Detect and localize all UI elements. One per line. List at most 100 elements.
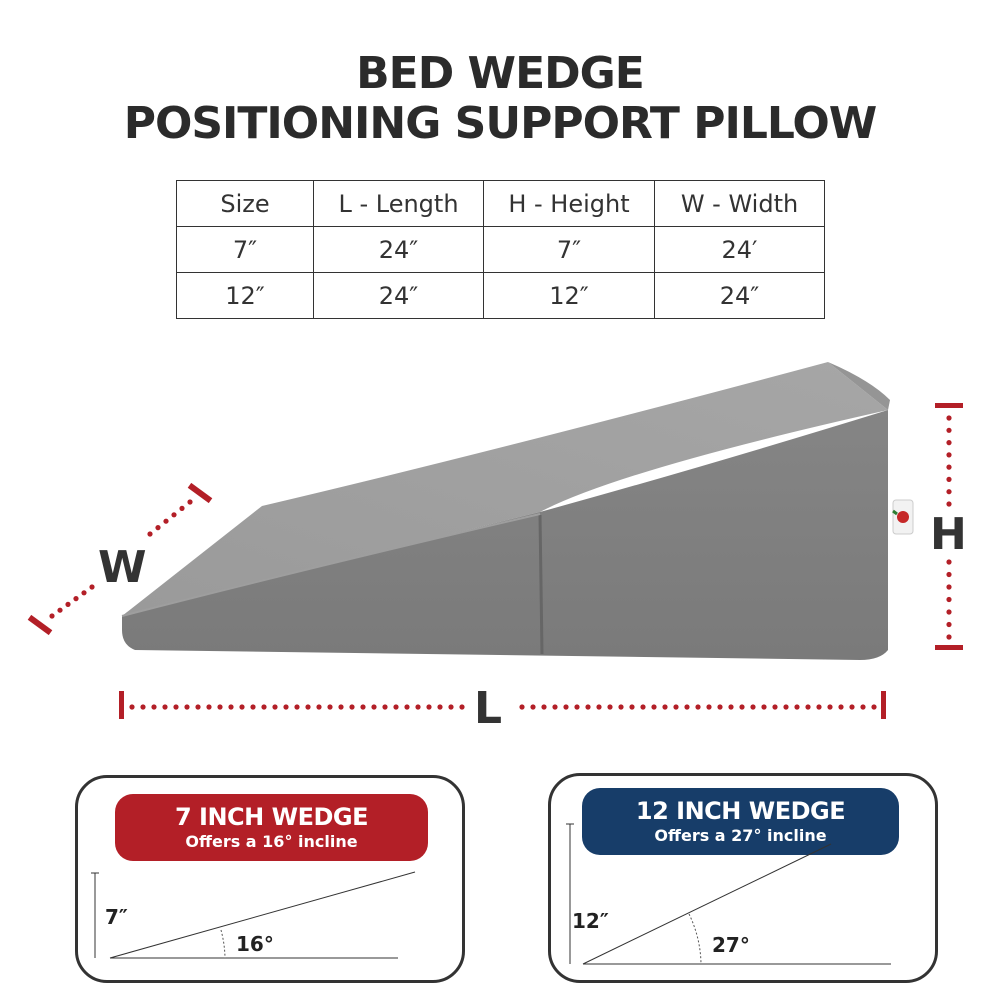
dimension-dot	[946, 634, 952, 640]
wedge-card-header: 7 INCH WEDGE Offers a 16° incline	[115, 794, 428, 861]
dimension-dot	[574, 704, 580, 710]
dimension-dot	[706, 704, 712, 710]
dimension-dot	[195, 704, 201, 710]
dimension-dot	[316, 704, 322, 710]
dimension-dot	[228, 704, 234, 710]
dimension-dot	[448, 704, 454, 710]
dimension-dot	[187, 499, 193, 505]
dimension-dot	[946, 464, 952, 470]
dimension-dot	[662, 704, 668, 710]
page-title-line-1: BED WEDGE	[356, 48, 645, 99]
length-end-cap	[119, 691, 124, 719]
dimension-dot	[596, 704, 602, 710]
dimension-dot	[673, 704, 679, 710]
dimension-dot	[552, 704, 558, 710]
dimension-dot	[946, 571, 952, 578]
wedge-card-subtitle: Offers a 16° incline	[185, 832, 358, 851]
dimension-dot	[349, 704, 355, 710]
height-dimension-marker	[935, 403, 963, 650]
dimension-dot	[206, 704, 212, 710]
wedge-pillow-illustration: W L H	[0, 330, 1000, 750]
dimension-dot	[179, 505, 185, 511]
dimension-dot	[171, 512, 177, 518]
dimension-dot	[294, 704, 300, 710]
dimension-dot	[426, 704, 432, 710]
dimension-dot	[49, 613, 55, 619]
incline-line	[582, 843, 832, 965]
dimension-dot	[717, 704, 723, 710]
length-label: L	[474, 683, 503, 734]
dimension-dot	[695, 704, 701, 710]
dimension-dot	[382, 704, 388, 710]
table-cell: 12″	[176, 272, 314, 319]
height-label: H	[930, 509, 967, 560]
wedge-slope-face	[122, 362, 888, 616]
length-end-cap	[881, 691, 886, 719]
dimension-dot	[946, 584, 952, 590]
dimension-dot	[772, 704, 778, 710]
angle-label: 16°	[236, 932, 274, 956]
table-header-cell: W - Width	[654, 180, 825, 227]
dimension-dot	[437, 704, 443, 710]
dimension-dot	[761, 704, 767, 710]
dimension-dot	[816, 704, 822, 710]
dimension-dot	[946, 489, 952, 495]
length-dimension-marker	[119, 691, 886, 719]
dimension-dot	[827, 704, 833, 710]
dimension-dot	[393, 704, 399, 710]
dimension-dot	[57, 607, 63, 613]
dimension-dot	[155, 525, 161, 531]
dimension-dot	[163, 518, 169, 524]
dimension-dot	[404, 704, 410, 710]
dimension-dot	[640, 704, 646, 710]
width-dotted-line	[49, 499, 193, 619]
table-header-cell: L - Length	[313, 180, 484, 227]
table-header-cell: H - Height	[483, 180, 655, 227]
dimension-dot	[728, 704, 734, 710]
height-dotted-line	[946, 415, 952, 640]
dimension-dot	[530, 704, 536, 710]
wedge-pillow-image	[27, 362, 963, 719]
dimension-dot	[261, 704, 267, 710]
dimension-dot	[946, 427, 952, 433]
wedge-front-face	[122, 410, 888, 660]
dimension-dot	[140, 704, 146, 710]
dimension-dot	[459, 704, 465, 710]
wedge-card-7-inch: 7 INCH WEDGE Offers a 16° incline 7″ 16°	[75, 775, 465, 983]
table-cell: 24″	[313, 226, 484, 273]
angle-arc	[220, 929, 226, 959]
dimension-dot	[184, 704, 190, 710]
dimension-dot	[129, 704, 135, 710]
dimension-dot	[684, 704, 690, 710]
incline-line	[109, 871, 416, 959]
height-end-cap	[935, 645, 963, 650]
width-end-cap	[187, 482, 213, 504]
dimension-dot	[541, 704, 547, 710]
dimension-dot	[629, 704, 635, 710]
width-label: W	[98, 542, 147, 593]
table-cell: 7″	[176, 226, 314, 273]
wedge-card-title: 12 INCH WEDGE	[635, 797, 846, 825]
wedge-card-12-inch: 12 INCH WEDGE Offers a 27° incline 12″ 2…	[548, 773, 938, 983]
dimension-dot	[946, 476, 952, 482]
dimension-dot	[585, 704, 591, 710]
height-end-cap	[935, 403, 963, 408]
dimension-dot	[794, 704, 800, 710]
table-cell: 24″	[313, 272, 484, 319]
wedge-card-header: 12 INCH WEDGE Offers a 27° incline	[582, 788, 899, 855]
dimension-dot	[563, 704, 569, 710]
incline-diagram-7-inch	[91, 871, 416, 959]
table-cell: 7″	[483, 226, 655, 273]
dimension-dot	[283, 704, 289, 710]
angle-arc	[688, 913, 702, 965]
dimension-dot	[151, 704, 157, 710]
dimension-dot	[217, 704, 223, 710]
dimension-dot	[860, 704, 866, 710]
dimension-dot	[946, 621, 952, 628]
size-table: Size L - Length H - Height W - Width 7″ …	[176, 180, 825, 319]
dimension-dot	[65, 601, 71, 608]
dimension-dot	[618, 704, 624, 710]
dimension-dot	[946, 559, 952, 565]
wedge-card-subtitle: Offers a 27° incline	[654, 826, 827, 845]
dimension-dot	[783, 704, 789, 710]
